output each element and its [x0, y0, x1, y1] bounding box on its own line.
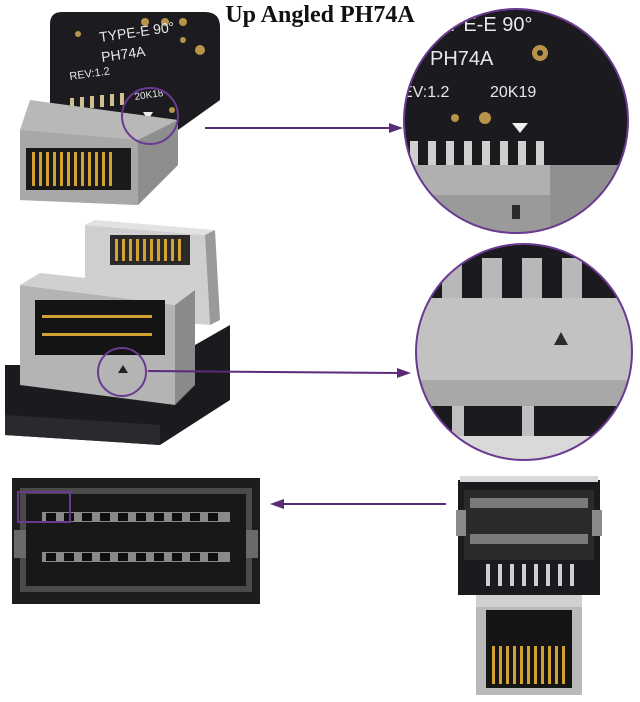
zoom-circle-socket — [412, 240, 636, 464]
pointer-arrow-2 — [148, 368, 411, 378]
image-title: Up Angled PH74A — [225, 2, 415, 28]
adapter-photo-bottom — [450, 470, 610, 700]
pointer-arrow-1 — [205, 123, 403, 133]
board-label-model: PH74A — [100, 43, 147, 65]
adapter-photo-top: TYPE-E 90° PH74A REV:1.2 20K18 — [0, 0, 230, 225]
socket-closeup-photo — [12, 478, 260, 604]
zoom-label-model: PH74A — [430, 48, 494, 70]
zoom-label-rev: EV:1.2 — [402, 84, 450, 101]
zoom-circle-label: PE-E 90° PH74A EV:1.2 20K19 — [400, 5, 632, 237]
board-label-code: 20K18 — [134, 88, 165, 103]
zoom-label-type: PE-E 90° — [450, 14, 532, 36]
adapter-photo-side — [0, 215, 235, 450]
board-label-rev: REV:1.2 — [69, 65, 111, 83]
pointer-arrow-3 — [270, 499, 446, 509]
zoom-label-code: 20K19 — [490, 84, 536, 101]
